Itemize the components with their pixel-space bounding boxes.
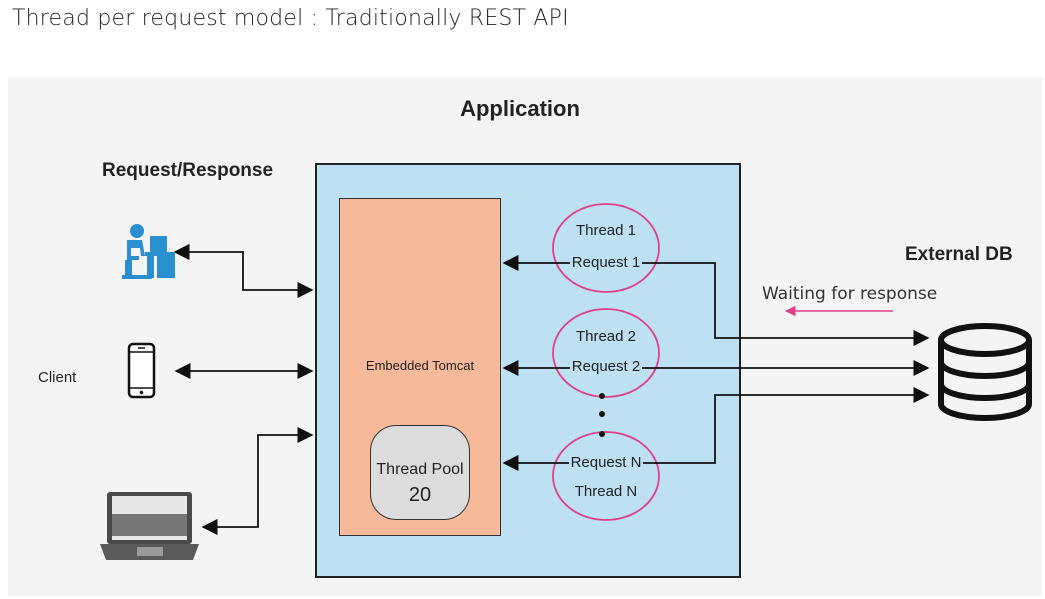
thread-pool-label: Thread Pool bbox=[376, 461, 464, 478]
thread-2-label: Thread 2 bbox=[575, 328, 637, 345]
thread-n-label: Thread N bbox=[574, 483, 638, 500]
slide-title: Thread per request model : Traditionally… bbox=[12, 6, 569, 31]
ellipsis-dot bbox=[599, 393, 605, 399]
desktop-connector-arrow bbox=[173, 243, 314, 299]
external-db-label: External DB bbox=[905, 244, 1013, 265]
request-n-connector bbox=[502, 386, 930, 472]
request-1-text: Request 1 bbox=[569, 254, 643, 271]
desktop-user-icon bbox=[122, 224, 175, 279]
laptop-icon bbox=[100, 492, 199, 560]
thread-1-ellipse bbox=[552, 203, 660, 293]
client-label: Client bbox=[38, 369, 77, 386]
ellipsis-dot bbox=[599, 431, 605, 437]
request-2-text: Request 2 bbox=[569, 358, 643, 375]
request-n-text: Request N bbox=[568, 454, 644, 471]
request-2-label: Request 2 bbox=[556, 358, 656, 375]
request-response-label: Request/Response bbox=[102, 160, 274, 181]
thread-pool-size: 20 bbox=[408, 484, 432, 506]
thread-pool-box bbox=[370, 425, 470, 520]
request-n-label: Request N bbox=[556, 454, 656, 471]
thread-n-ellipse bbox=[552, 431, 660, 521]
thread-2-ellipse bbox=[552, 308, 660, 398]
smartphone-icon bbox=[127, 342, 156, 399]
ellipsis-dot bbox=[599, 411, 605, 417]
thread-1-label: Thread 1 bbox=[575, 222, 637, 239]
embedded-tomcat-label: Embedded Tomcat bbox=[365, 358, 475, 373]
waiting-for-response-label: Waiting for response bbox=[762, 284, 938, 304]
database-icon bbox=[938, 323, 1032, 421]
laptop-connector-arrow bbox=[201, 426, 314, 536]
request-1-label: Request 1 bbox=[556, 254, 656, 271]
application-label: Application bbox=[460, 96, 580, 121]
